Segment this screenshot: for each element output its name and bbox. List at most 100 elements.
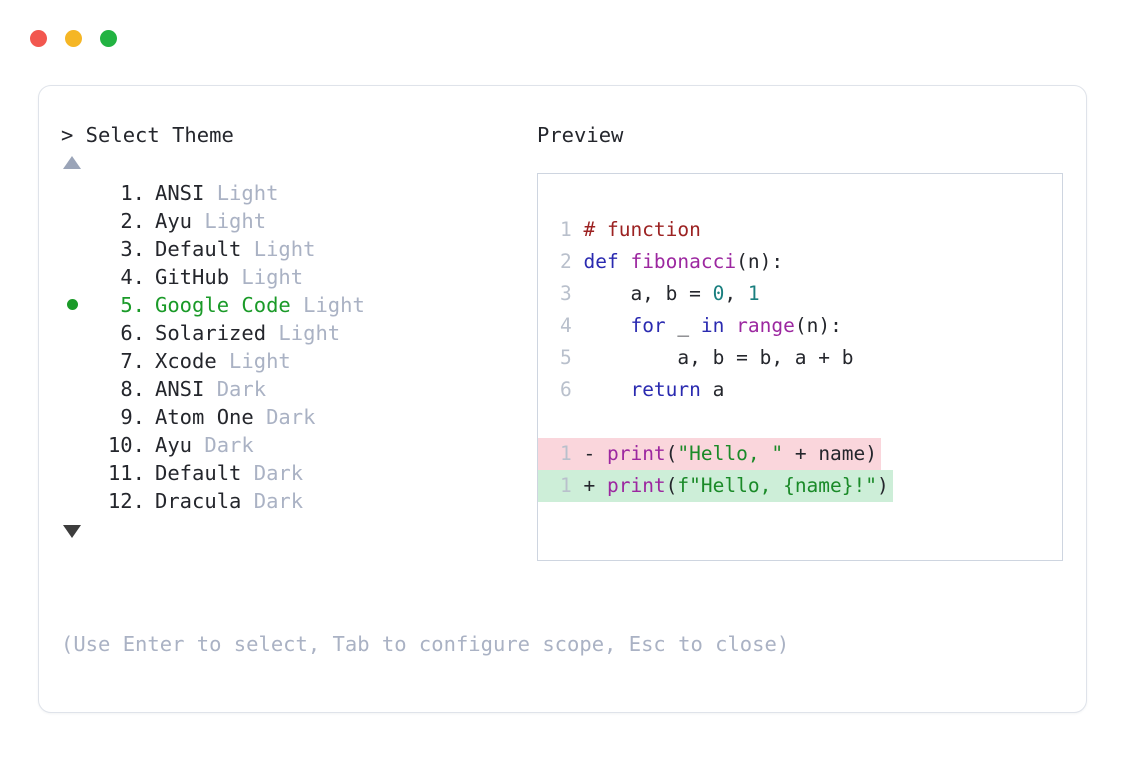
theme-index: 6. [120, 321, 145, 345]
code-line: 1 # function [538, 214, 1062, 246]
diff-removed-line: 1 - print("Hello, " + name) [538, 438, 1062, 470]
code-token: a, b = [583, 282, 713, 305]
diff-added-line: 1 + print(f"Hello, {name}!") [538, 470, 1062, 502]
code-token: for [630, 314, 666, 337]
theme-variant: Light [204, 181, 279, 205]
theme-variant: Dark [241, 461, 304, 485]
theme-list-item[interactable]: 2.Ayu Light [61, 207, 531, 235]
theme-name: ANSI Dark [155, 377, 267, 401]
code-token: "Hello, " [677, 442, 784, 465]
window-traffic-lights [30, 30, 117, 47]
theme-name: Solarized Light [155, 321, 341, 345]
keyboard-hint: (Use Enter to select, Tab to configure s… [61, 632, 790, 656]
triangle-down-icon[interactable] [63, 525, 81, 538]
code-token: print [606, 474, 666, 497]
theme-variant: Dark [192, 433, 254, 457]
line-number: 1 [560, 474, 584, 497]
code-token: a, b = b, a + b [583, 346, 854, 369]
theme-variant: Light [241, 237, 316, 261]
theme-list-item[interactable]: 8. ANSI Dark [61, 375, 531, 403]
line-number: 1 [560, 218, 584, 241]
selected-bullet-icon [67, 299, 78, 310]
theme-list-item[interactable]: 6. Solarized Light [61, 319, 531, 347]
theme-list-item[interactable]: 5.Google Code Light [61, 291, 531, 319]
code-token: return [630, 378, 701, 401]
theme-variant: Dark [204, 377, 267, 401]
prompt-label: > Select Theme [61, 123, 234, 147]
code-token [583, 314, 630, 337]
code-token: # function [583, 218, 701, 241]
code-token: _ [665, 314, 701, 337]
theme-name: Ayu Light [155, 209, 267, 233]
close-dot[interactable] [30, 30, 47, 47]
code-token: (n): [794, 314, 842, 337]
code-token: + name) [783, 442, 878, 465]
theme-index: 1. [120, 181, 145, 205]
code-token: def [583, 250, 631, 273]
diff-marker: - [583, 442, 607, 465]
theme-name: Default Dark [155, 461, 304, 485]
maximize-dot[interactable] [100, 30, 117, 47]
code-line: 5 a, b = b, a + b [538, 342, 1062, 374]
theme-index: 3. [120, 237, 145, 261]
code-token: 1 [747, 282, 760, 305]
code-token: range [736, 314, 795, 337]
code-token: , [724, 282, 748, 305]
theme-variant: Dark [253, 405, 316, 429]
theme-index: 12. [107, 489, 145, 513]
theme-index: 7. [120, 349, 145, 373]
theme-list-item[interactable]: 11. Default Dark [61, 459, 531, 487]
code-line: 4 for _ in range(n): [538, 310, 1062, 342]
theme-index: 9. [120, 405, 145, 429]
theme-name: Xcode Light [155, 349, 291, 373]
diff-marker: + [583, 474, 607, 497]
code-line: 6 return a [538, 374, 1062, 406]
code-token [583, 378, 630, 401]
code-token: 0 [712, 282, 725, 305]
theme-list-item[interactable]: 12. Dracula Dark [61, 487, 531, 515]
theme-variant: Light [192, 209, 267, 233]
code-token: ( [665, 442, 678, 465]
theme-name: Ayu Dark [155, 433, 254, 457]
minimize-dot[interactable] [65, 30, 82, 47]
code-token: fibonacci [630, 250, 737, 273]
selection-indicator [61, 291, 91, 319]
theme-index: 8. [120, 377, 145, 401]
theme-list-item[interactable]: 3.Default Light [61, 235, 531, 263]
theme-index: 10. [107, 433, 145, 457]
theme-variant: Light [290, 293, 365, 317]
theme-variant: Light [216, 349, 291, 373]
code-token: print [606, 442, 666, 465]
triangle-up-icon[interactable] [63, 156, 81, 169]
theme-list-item[interactable]: 1.ANSI Light [61, 179, 531, 207]
theme-name: Dracula Dark [155, 489, 304, 513]
code-token: in [700, 314, 725, 337]
line-number: 2 [560, 250, 584, 273]
code-line: 2 def fibonacci(n): [538, 246, 1062, 278]
code-token: a [700, 378, 725, 401]
code-line: 3 a, b = 0, 1 [538, 278, 1062, 310]
code-token: ( [665, 474, 678, 497]
code-blank-line [538, 406, 1062, 438]
theme-variant: Light [266, 321, 341, 345]
theme-list-item[interactable]: 4.GitHub Light [61, 263, 531, 291]
code-token: f"Hello, {name}!" [677, 474, 878, 497]
code-token: (n): [736, 250, 784, 273]
theme-list-item[interactable]: 10. Ayu Dark [61, 431, 531, 459]
theme-index: 11. [107, 461, 145, 485]
theme-list-item[interactable]: 7. Xcode Light [61, 347, 531, 375]
code-token [724, 314, 736, 337]
line-number: 6 [560, 378, 584, 401]
theme-list-item[interactable]: 9. Atom One Dark [61, 403, 531, 431]
code-token: ) [877, 474, 889, 497]
theme-variant: Dark [241, 489, 304, 513]
theme-index: 4. [120, 265, 145, 289]
line-number: 5 [560, 346, 584, 369]
theme-name: Atom One Dark [155, 405, 316, 429]
theme-index: 5. [120, 293, 145, 317]
